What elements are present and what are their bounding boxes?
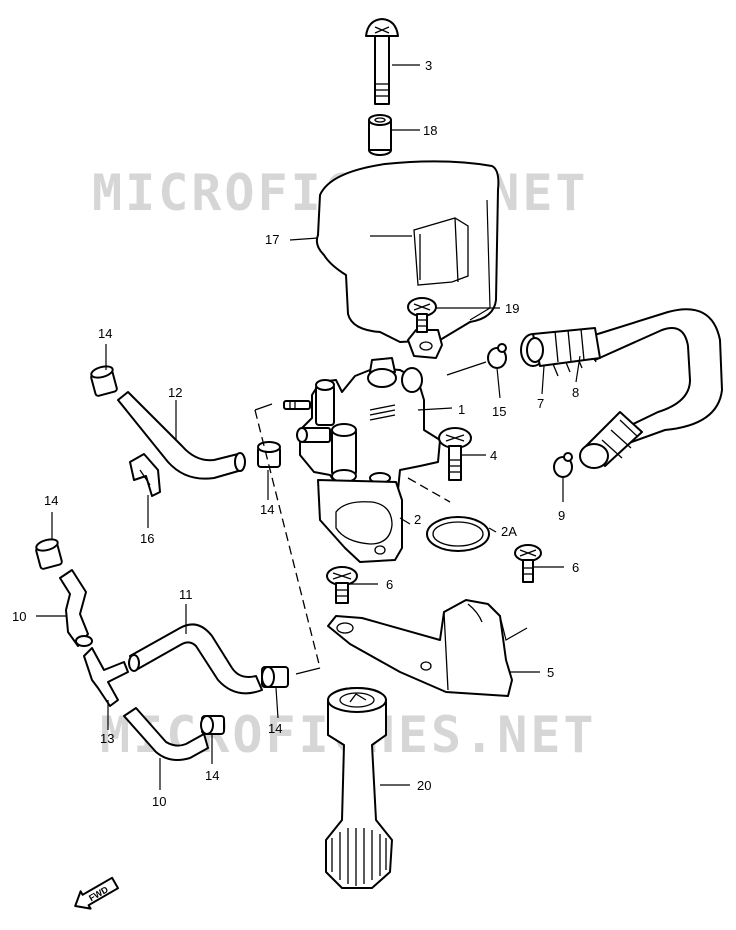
hose-10-bottom (123, 707, 209, 761)
callout-6-b: 6 (572, 560, 579, 575)
callout-6-a: 6 (386, 577, 393, 592)
collar-18 (368, 114, 392, 156)
callout-9: 9 (558, 508, 565, 523)
t-joint-13 (83, 647, 129, 707)
clip-15 (487, 343, 507, 369)
callout-14-c: 14 (44, 493, 58, 508)
callout-15: 15 (492, 404, 506, 419)
callout-14-e: 14 (205, 768, 219, 783)
callout-20: 20 (417, 778, 431, 793)
callout-16: 16 (140, 531, 154, 546)
callout-11: 11 (179, 587, 193, 602)
callout-17: 17 (265, 232, 279, 247)
callout-10-a: 10 (12, 609, 26, 624)
callout-14-b: 14 (260, 502, 274, 517)
callout-14-d: 14 (268, 721, 282, 736)
sleeve-14-top (90, 365, 118, 397)
bolt-4 (438, 427, 472, 481)
callout-5: 5 (547, 665, 554, 680)
cover-17 (315, 160, 500, 359)
callout-18: 18 (423, 123, 437, 138)
oil-pump-1 (296, 357, 441, 496)
callout-2: 2 (414, 512, 421, 527)
gasket-2 (317, 479, 403, 563)
callout-4: 4 (490, 448, 497, 463)
callout-3: 3 (425, 58, 432, 73)
callout-12: 12 (168, 385, 182, 400)
callout-10-b: 10 (152, 794, 166, 809)
callout-2a: 2A (501, 524, 517, 539)
hose-12 (117, 391, 246, 480)
bolt-6-right (514, 544, 542, 583)
assembly-line-left (254, 409, 321, 669)
hose-11 (128, 623, 263, 695)
pin (283, 400, 311, 410)
bracket-5 (327, 599, 513, 697)
fwd-arrow: FWD (74, 876, 120, 910)
callout-19: 19 (505, 301, 519, 316)
sleeve-14-mid (257, 441, 281, 468)
callout-1: 1 (458, 402, 465, 417)
hose-7-8 (520, 308, 723, 469)
bolt-6-left (326, 566, 358, 604)
callout-13: 13 (100, 731, 114, 746)
hose-10-top (59, 569, 93, 647)
clamp-16 (129, 453, 161, 497)
clip-9 (553, 452, 573, 478)
assembly-line-bolt (407, 477, 451, 503)
bolt-19 (407, 297, 437, 333)
callout-14-a: 14 (98, 326, 112, 341)
callout-8: 8 (572, 385, 579, 400)
bolt-3 (365, 18, 399, 105)
sleeve-14-left (35, 538, 63, 570)
sleeve-14-lower (261, 666, 289, 688)
sleeve-14-bottom (200, 715, 225, 735)
o-ring-2a (426, 516, 490, 552)
gear-20 (325, 687, 393, 889)
leader-lines (36, 64, 581, 790)
callout-7: 7 (537, 396, 544, 411)
